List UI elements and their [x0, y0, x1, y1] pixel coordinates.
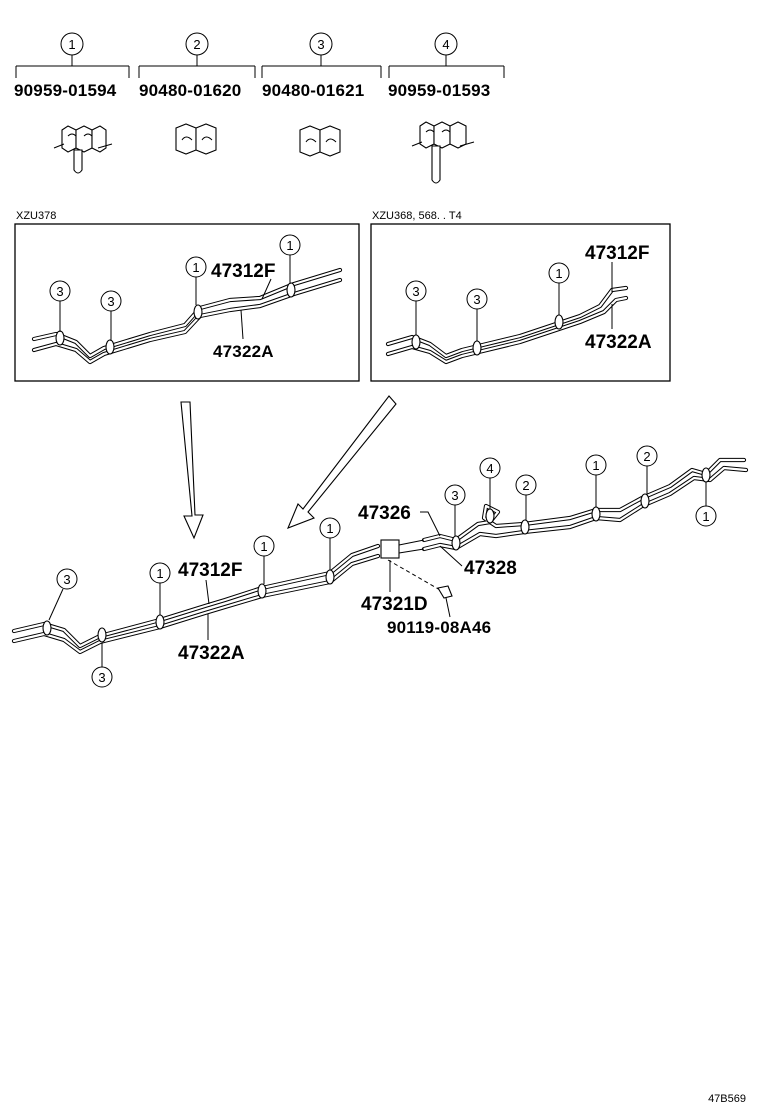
main-part-47321D: 47321D: [361, 594, 428, 615]
inset-left-callout-3b: 3: [107, 294, 114, 309]
main-callout-4: 4: [486, 461, 493, 476]
inset-left-callout-1a: 1: [192, 260, 199, 275]
main-callout-1e: 1: [702, 509, 709, 524]
arrow-left-down: [180, 401, 204, 540]
main-callout-3c: 3: [451, 488, 458, 503]
inset-right-part-lower: 47322A: [585, 332, 652, 353]
legend-num-3: 3: [317, 37, 324, 52]
main-part-bolt: 90119-08A46: [387, 618, 491, 637]
main-callout-1d: 1: [592, 458, 599, 473]
arrow-right-down: [286, 395, 397, 529]
legend-item-4: 4 90959-01593: [388, 32, 505, 184]
main-callout-1a: 1: [156, 566, 163, 581]
clip-double-icon: [299, 125, 341, 157]
legend-part-4: 90959-01593: [388, 81, 490, 100]
inset-left-part-upper: 47312F: [211, 261, 275, 282]
clip-triple-icon: [411, 121, 475, 184]
pipe-assembly-left: [31, 267, 343, 365]
main-assembly: 3 3 1 1 1 47312F 47322A 47326 3 47328 4 …: [11, 445, 749, 688]
main-pipes: [11, 457, 749, 655]
legend-part-2: 90480-01620: [139, 81, 241, 100]
legend-item-3: 3 90480-01621: [261, 32, 382, 157]
legend-part-1: 90959-01594: [14, 81, 117, 100]
inset-right: XZU368, 568. . T4 3 3 1 47312F 47322A: [370, 210, 671, 382]
legend-item-2: 2 90480-01620: [138, 32, 256, 155]
inset-right-callout-1: 1: [555, 266, 562, 281]
clip-double-icon: [175, 123, 217, 155]
main-part-47326: 47326: [358, 503, 411, 524]
inset-left-label: XZU378: [16, 210, 56, 222]
main-part-lower: 47322A: [178, 643, 245, 664]
inset-left: XZU378 3 3 1 1 47312F 47322A: [14, 210, 360, 382]
legend-num-2: 2: [193, 37, 200, 52]
main-part-upper: 47312F: [178, 560, 242, 581]
main-callout-2b: 2: [643, 449, 650, 464]
inset-left-callout-3a: 3: [56, 284, 63, 299]
main-callout-1c: 1: [326, 521, 333, 536]
inset-left-part-lower: 47322A: [213, 342, 274, 361]
inset-left-callout-1b: 1: [286, 238, 293, 253]
main-part-47328: 47328: [464, 558, 517, 579]
legend-num-1: 1: [68, 37, 75, 52]
main-callout-3a: 3: [63, 572, 70, 587]
legend-num-4: 4: [442, 37, 449, 52]
inset-right-label: XZU368, 568. . T4: [372, 210, 462, 222]
inset-right-callout-3a: 3: [412, 284, 419, 299]
inset-right-callout-3b: 3: [473, 292, 480, 307]
pipe-assembly-right: [385, 285, 629, 365]
legend-item-1: 1 90959-01594: [14, 32, 130, 174]
main-callout-3b: 3: [98, 670, 105, 685]
legend-part-3: 90480-01621: [262, 81, 364, 100]
legend: 1 90959-01594 2 90480-01620: [14, 32, 505, 184]
main-callout-2a: 2: [522, 478, 529, 493]
inset-right-part-upper: 47312F: [585, 243, 649, 264]
clip-double-icon: [53, 125, 113, 174]
main-callout-1b: 1: [260, 539, 267, 554]
figure-code: 47B569: [708, 1093, 746, 1105]
